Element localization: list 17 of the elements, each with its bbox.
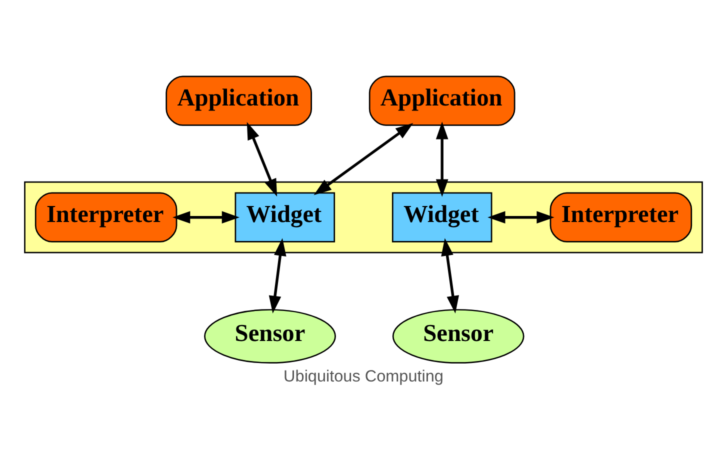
caption: Ubiquitous Computing xyxy=(284,368,444,386)
node-box: Widget xyxy=(392,192,492,242)
arrow xyxy=(268,238,286,314)
node-box: Widget xyxy=(234,192,336,242)
arrow xyxy=(436,122,448,197)
node-box: Application xyxy=(368,76,516,126)
node-box: Application xyxy=(166,76,312,126)
arrow xyxy=(488,211,554,224)
arrow xyxy=(441,238,460,314)
node-box: Interpreter xyxy=(550,192,692,242)
arrow xyxy=(314,123,414,196)
arrow xyxy=(172,211,240,224)
cluster xyxy=(24,181,703,254)
node-box: Interpreter xyxy=(34,192,178,242)
node-ellipse: Sensor xyxy=(392,309,524,364)
arrow xyxy=(246,122,278,197)
node-ellipse: Sensor xyxy=(204,309,336,364)
